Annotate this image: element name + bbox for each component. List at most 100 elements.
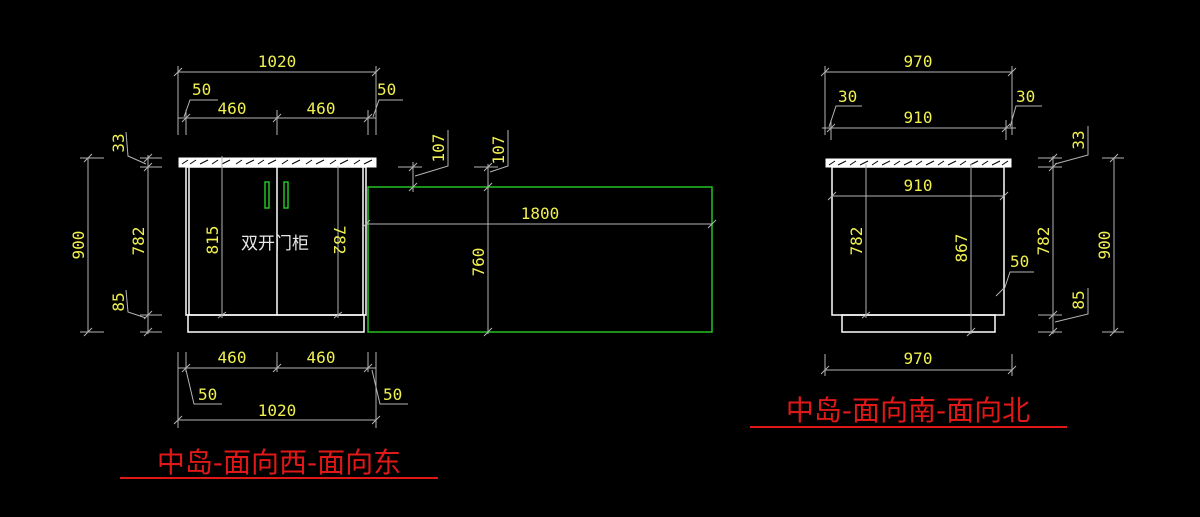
dim-bottom-door-right: 460 [307,348,336,367]
tick-mark [408,162,418,172]
tick-mark [1048,153,1058,163]
tick-mark [1007,365,1017,375]
tick-mark [1007,67,1017,77]
tick-mark [408,182,418,192]
leader-line [185,369,222,405]
leader-line [371,369,408,405]
cabinet-base [841,314,996,333]
left-view: 1020 460 460 50 50 双开门柜 815 782 [69,52,717,479]
tick-mark [826,123,836,133]
tick-mark [966,327,976,337]
side-table-outline [367,186,713,333]
dim-top-left-offset: 50 [192,80,211,99]
tick-mark [83,327,93,337]
tick-mark [483,327,493,337]
dim-table-width: 1800 [521,204,560,223]
leader-line [489,130,509,173]
tick-mark [1001,123,1011,133]
tick-mark [820,67,830,77]
leader-line [1009,105,1042,128]
dim-right-overall: 900 [1095,231,1114,260]
cabinet-label: 双开门柜 [241,234,309,254]
tick-mark [143,153,153,163]
tick-mark [707,219,717,229]
dim-inner-offset: 50 [1010,252,1029,271]
dim-left-body: 782 [129,227,148,256]
dim-inner-width: 910 [904,176,933,195]
leader-line [1054,126,1089,165]
dim-inner-left: 782 [847,227,866,256]
tick-mark [1109,327,1119,337]
dim-right-base: 85 [1069,290,1088,309]
tick-mark [827,191,837,201]
dim-inner-right: 867 [952,234,971,263]
leader-line [1003,271,1034,291]
leader-line [183,99,218,118]
dim-bottom-overall: 1020 [258,401,297,420]
tick-mark [371,415,381,425]
countertop [178,157,377,168]
tick-mark [361,219,371,229]
tick-mark [363,113,373,123]
tick-mark [999,191,1009,201]
tick-mark [1048,327,1058,337]
dim-right-body: 782 [1034,227,1053,256]
tick-mark [1048,310,1058,320]
leader-line [372,99,403,118]
dim-bottom-left-offset: 50 [198,385,217,404]
dim-top-door-left: 460 [218,99,247,118]
dim-top-right-offset: 30 [1016,87,1035,106]
tick-mark [181,363,191,373]
tick-mark [143,162,153,172]
dim-table-offset-b: 107 [489,136,508,165]
dim-top-inner: 910 [904,108,933,127]
dim-left-base: 85 [109,292,128,311]
dim-top-left-offset: 30 [838,87,857,106]
tick-mark [371,67,381,77]
dim-top-overall: 970 [904,52,933,71]
tick-mark [995,287,1005,297]
tick-mark [861,311,871,319]
dim-table-height: 760 [469,248,488,277]
tick-mark [173,67,183,77]
door-handle-right [283,181,289,209]
dim-bottom-right-offset: 50 [383,385,402,404]
cabinet-base [187,314,365,333]
tick-mark [1109,153,1119,163]
tick-mark [333,311,343,319]
right-view-title: 中岛-面向南-面向北 [786,394,1030,427]
dim-right-top: 33 [1069,130,1088,149]
leader-line [125,131,147,165]
tick-mark [483,182,493,192]
dim-top-right-offset: 50 [377,80,396,99]
dim-bottom: 970 [904,349,933,368]
tick-mark [272,113,282,123]
tick-mark [363,363,373,373]
dim-inner-right: 782 [330,226,349,255]
tick-mark [820,365,830,375]
tick-mark [272,363,282,373]
countertop-hatch [828,160,1009,166]
right-view: 970 910 30 30 910 782 867 50 [750,52,1124,428]
leader-line [1054,288,1089,323]
leader-line [125,289,147,319]
tick-mark [143,327,153,337]
dim-inner-left: 815 [203,226,222,255]
dim-top-door-right: 460 [307,99,336,118]
left-view-title: 中岛-面向西-面向东 [157,446,401,479]
leader-line [414,130,449,177]
dim-top-overall: 1020 [258,52,297,71]
dim-left-top: 33 [109,133,128,152]
tick-mark [173,415,183,425]
dim-table-offset-a: 107 [429,134,448,163]
tick-mark [217,311,227,319]
tick-mark [181,113,191,123]
leader-line [828,105,862,128]
dim-left-overall: 900 [69,231,88,260]
tick-mark [483,162,493,172]
dim-bottom-door-left: 460 [218,348,247,367]
tick-mark [83,153,93,163]
countertop-hatch [181,159,373,165]
door-handle-left [264,181,270,209]
